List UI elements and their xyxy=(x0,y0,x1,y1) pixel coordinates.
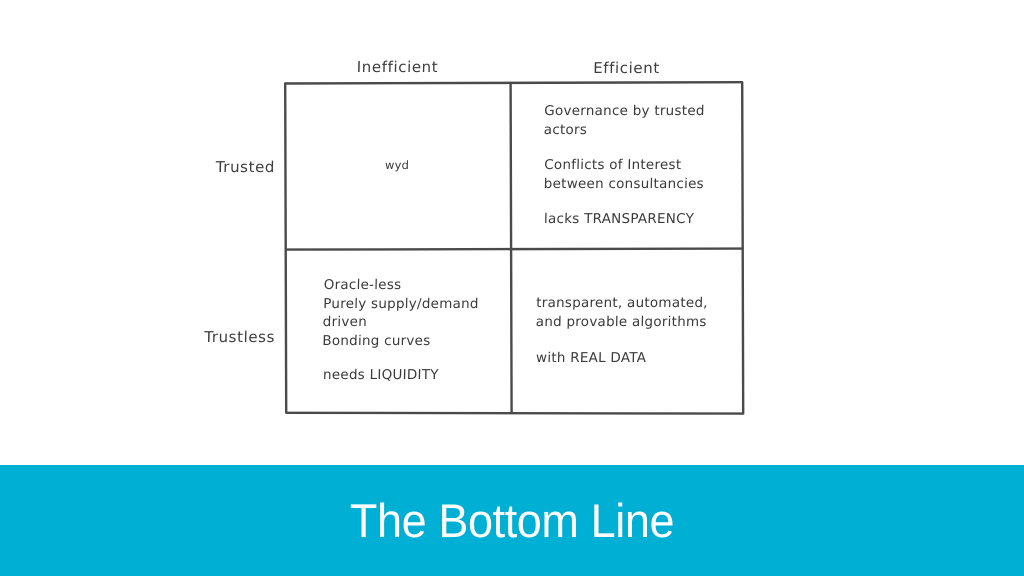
quadrant-text-block: with REAL DATA xyxy=(535,349,647,366)
matrix-grid-lines xyxy=(284,81,745,415)
quadrant-trustless-inefficient[interactable]: Oracle-less Purely supply/demand driven … xyxy=(285,249,510,412)
quadrant-text-block: Oracle-less Purely supply/demand driven … xyxy=(322,277,479,349)
quadrant-trustless-efficient[interactable]: transparent, automated, and provable alg… xyxy=(510,249,743,412)
bottom-banner: The Bottom Line xyxy=(0,465,1024,576)
quadrant-text-block: wyd xyxy=(385,158,410,173)
column-header-inefficient: Inefficient xyxy=(356,58,439,76)
quadrant-text-block: Governance by trusted actors xyxy=(543,103,705,138)
matrix-frame: wyd Governance by trusted actors Conflic… xyxy=(284,81,745,415)
quadrant-text-block: lacks TRANSPARENCY xyxy=(543,211,695,228)
quadrant-trusted-efficient[interactable]: Governance by trusted actors Conflicts o… xyxy=(510,82,743,249)
banner-title: The Bottom Line xyxy=(349,493,675,548)
quadrant-text-block: transparent, automated, and provable alg… xyxy=(535,294,708,330)
matrix-diagram: Inefficient Efficient Trusted Trustless xyxy=(204,58,745,415)
column-header-efficient: Efficient xyxy=(592,59,661,77)
quadrant-text-block: needs LIQUIDITY xyxy=(322,367,439,384)
row-header-trustless: Trustless xyxy=(204,328,276,346)
quadrant-text-block: Conflicts of Interest between consultanc… xyxy=(543,157,705,192)
quadrant-trusted-inefficient[interactable]: wyd xyxy=(285,82,510,249)
row-header-trusted: Trusted xyxy=(215,158,276,176)
